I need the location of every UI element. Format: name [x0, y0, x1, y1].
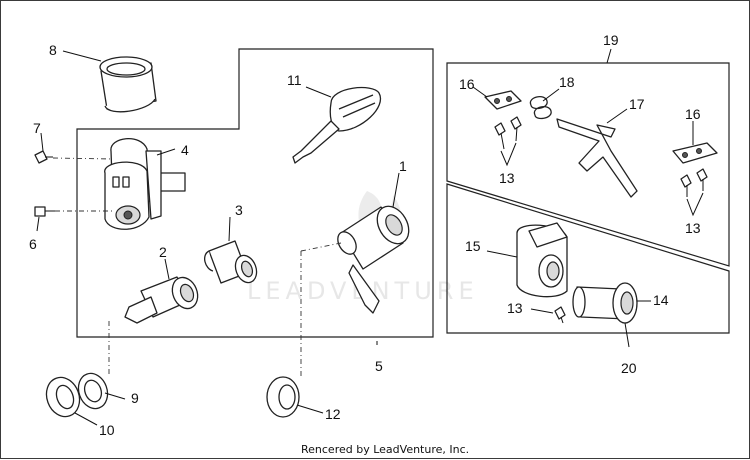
- callout-13-housing: 13: [507, 300, 523, 316]
- callout-16-right: 16: [685, 106, 701, 122]
- part-18-spring: [529, 95, 552, 120]
- part-3-cylinder: [203, 240, 258, 284]
- housing-kit-boundary: [446, 183, 730, 334]
- part-6-screw: [34, 206, 113, 217]
- callout-15: 15: [465, 238, 481, 254]
- callout-8: 8: [49, 42, 57, 58]
- part-7-screw: [34, 150, 114, 164]
- part-4-lock-housing: [104, 138, 186, 230]
- callout-7: 7: [33, 120, 41, 136]
- callout-17: 17: [629, 96, 645, 112]
- part-10-nut: [45, 376, 81, 418]
- callout-13-latch-right: 13: [685, 220, 701, 236]
- callout-18: 18: [559, 74, 575, 90]
- callout-3: 3: [235, 202, 243, 218]
- latch-kit-boundary: [446, 62, 730, 267]
- callout-5: 5: [375, 358, 383, 374]
- part-16-clip-left: [484, 90, 522, 110]
- callout-10: 10: [99, 422, 115, 438]
- footer-credit: Rencered by LeadVenture, Inc.: [301, 443, 469, 456]
- part-11-key: [292, 86, 382, 164]
- part-2-lock-cylinder: [108, 276, 199, 377]
- callout-2: 2: [159, 244, 167, 260]
- part-15-latch-housing: [516, 222, 568, 298]
- part-16-clip-right: [672, 142, 718, 164]
- callout-13-latch-left: 13: [499, 170, 515, 186]
- part-13-screws-latch: [494, 116, 708, 197]
- leader-lines: [36, 48, 704, 426]
- callout-20: 20: [621, 360, 637, 376]
- lock-kit-boundary: [76, 48, 434, 338]
- part-1-cam-lock: [300, 205, 410, 379]
- callout-4: 4: [181, 142, 189, 158]
- callout-6: 6: [29, 236, 37, 252]
- callout-14: 14: [653, 292, 669, 308]
- part-13-screw-housing: [554, 306, 566, 324]
- part-8-sleeve: [99, 56, 157, 113]
- callout-1: 1: [399, 158, 407, 174]
- callout-12: 12: [325, 406, 341, 422]
- part-9-lock-washer: [77, 372, 109, 410]
- part-14-bushing: [572, 282, 638, 324]
- part-12-nut: [266, 376, 300, 418]
- callout-11: 11: [287, 72, 302, 88]
- callout-9: 9: [131, 390, 139, 406]
- part-17-latch-rod: [556, 118, 638, 198]
- callout-16-left: 16: [459, 76, 475, 92]
- callout-19: 19: [603, 32, 619, 48]
